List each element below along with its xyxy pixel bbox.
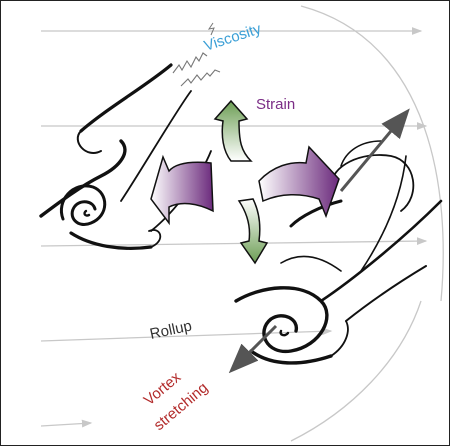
viscosity-squiggle-icon <box>173 23 220 86</box>
streamline <box>41 423 91 426</box>
left-vortex-sheet <box>41 65 211 248</box>
green-arrow-top <box>215 101 251 161</box>
strain-arrow-left <box>151 157 213 223</box>
green-arrow-bottom <box>239 199 267 263</box>
strain-arrow-right <box>259 147 339 216</box>
rollup-label: Rollup <box>148 317 193 342</box>
strain-label: Strain <box>256 96 295 113</box>
streamline-curve <box>291 301 421 441</box>
streamlines <box>41 6 443 441</box>
